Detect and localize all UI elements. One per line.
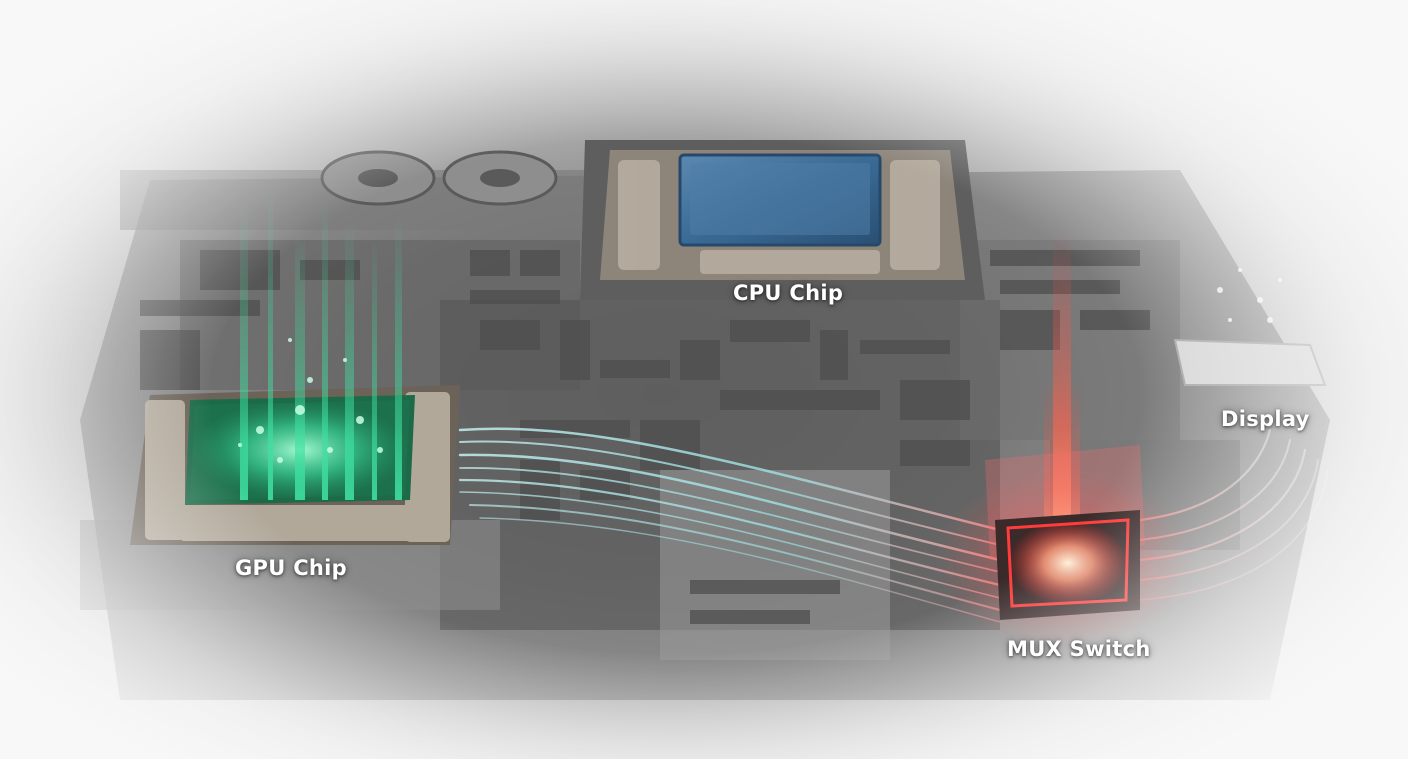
cpu-chip-label: CPU Chip [733, 281, 844, 305]
cpu-chip [580, 140, 985, 300]
mux-switch-label: MUX Switch [1007, 637, 1151, 661]
display-label: Display [1221, 407, 1310, 431]
gpu-chip-label: GPU Chip [235, 556, 347, 580]
